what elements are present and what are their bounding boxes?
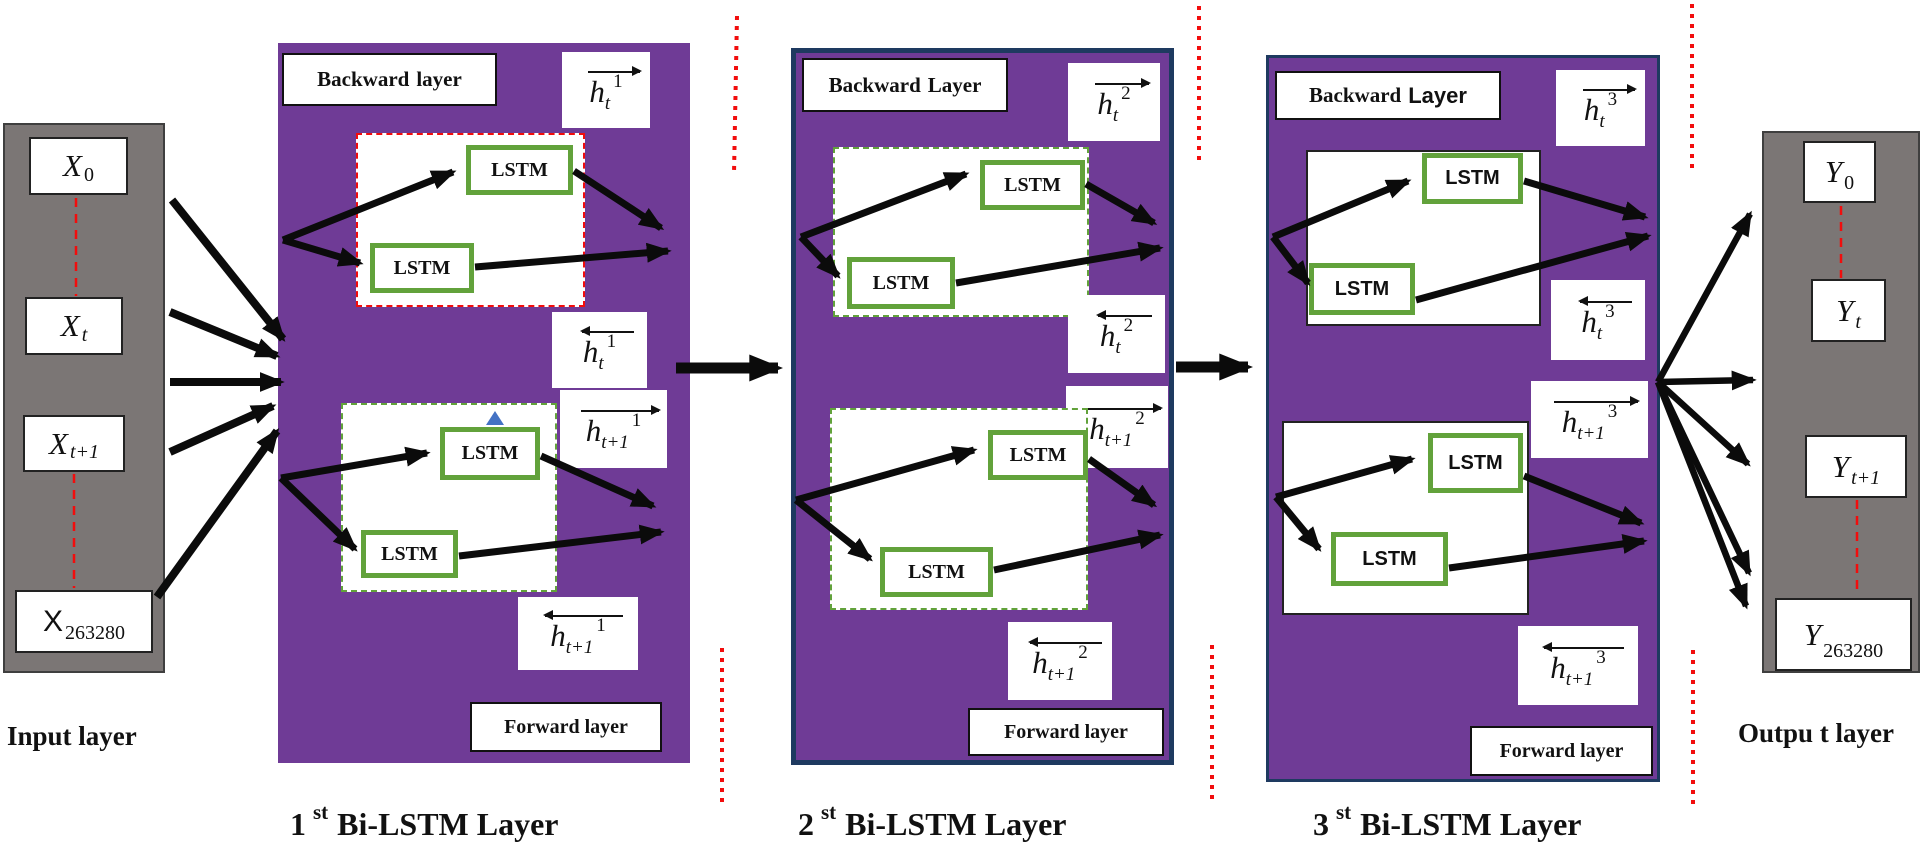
right-arrow-icon [1085, 403, 1163, 413]
left-arrow-icon [1095, 310, 1152, 320]
right-arrow-icon [588, 66, 642, 76]
left-arrow-icon [1578, 296, 1632, 306]
output-layer-label: Outpu t layer [1738, 718, 1895, 748]
node-label: X [42, 604, 63, 638]
node-label: Y [1803, 616, 1822, 652]
node-label: Y [1824, 154, 1843, 189]
left-arrow-icon [1542, 641, 1624, 652]
block3-backward-lstm-bottom: LSTM [1309, 263, 1415, 315]
right-arrow-icon [1095, 78, 1151, 88]
block1-forward-layer-label: Forward layer [470, 702, 662, 752]
block2-backward-lstm-top: LSTM [980, 160, 1085, 210]
block3-forward-layer-label: Forward layer [1470, 726, 1653, 776]
input-layer-label: Input layer [7, 721, 137, 751]
node-label: X [63, 148, 82, 183]
node-label: X [49, 425, 68, 461]
block1-backward-lstm-top: LSTM [466, 145, 573, 195]
block3-backward-lstm-top: LSTM [1422, 153, 1523, 204]
left-arrow-icon [543, 609, 623, 620]
block3-forward-lstm-top: LSTM [1428, 433, 1523, 493]
input-layer-column [3, 123, 165, 673]
right-arrow-icon [1553, 395, 1640, 406]
block1-backward-lstm-bottom: LSTM [370, 243, 474, 293]
left-arrow-icon [1028, 637, 1102, 647]
left-arrow-icon [579, 326, 634, 336]
block2-backward-lstm-bottom: LSTM [847, 257, 955, 309]
blue-triangle-icon [486, 411, 504, 425]
node-label: Y [1831, 448, 1850, 484]
node-label: Y [1836, 292, 1854, 328]
right-arrow-icon [580, 405, 661, 415]
node-label: X [60, 308, 80, 343]
output-fan-arrows [1654, 210, 1757, 610]
block2-forward-layer-label: Forward layer [968, 708, 1164, 756]
block2-forward-lstm-top: LSTM [988, 430, 1088, 480]
right-arrow-icon [1582, 84, 1637, 94]
block1-forward-lstm-bottom: LSTM [361, 530, 458, 578]
output-layer-column [1762, 131, 1920, 673]
block1-forward-lstm-top: LSTM [440, 427, 540, 480]
input-fan-arrows [153, 197, 287, 600]
block2-forward-lstm-bottom: LSTM [880, 547, 993, 597]
block3-forward-lstm-bottom: LSTM [1331, 532, 1448, 586]
